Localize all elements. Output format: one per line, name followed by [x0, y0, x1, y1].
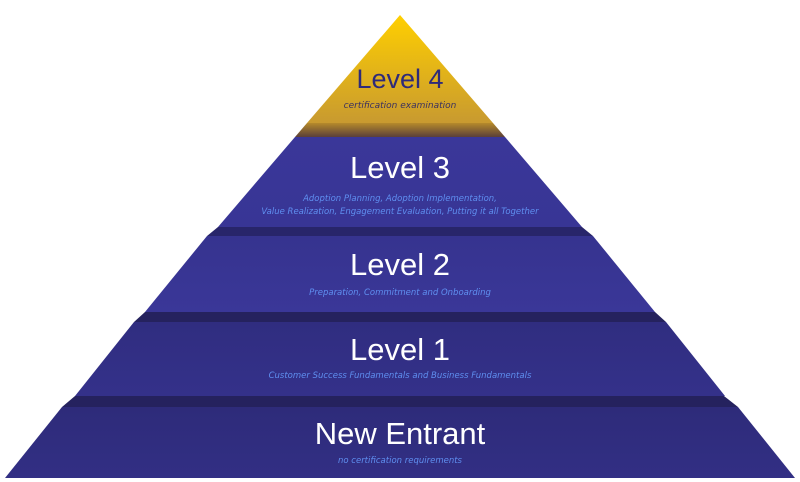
bevel-level-4	[295, 123, 505, 137]
new-entrant-subtitle: no certification requirements	[338, 456, 463, 466]
bevel-level-1	[134, 312, 666, 322]
tier-level-3[interactable]	[218, 137, 582, 227]
tier-level-4[interactable]	[307, 15, 493, 123]
level-3-subtitle-line-1: Adoption Planning, Adoption Implementati…	[302, 194, 497, 204]
level-2-subtitle: Preparation, Commitment and Onboarding	[309, 288, 491, 298]
level-2-title: Level 2	[350, 247, 450, 282]
bevel-level-2	[207, 227, 593, 236]
level-4-title: Level 4	[356, 64, 443, 94]
level-3-subtitle-line-2: Value Realization, Engagement Evaluation…	[261, 207, 539, 217]
tier-level-2[interactable]	[145, 236, 655, 312]
level-4-subtitle: certification examination	[344, 101, 457, 111]
level-3-title: Level 3	[350, 150, 450, 185]
new-entrant-title: New Entrant	[315, 416, 486, 451]
tier-level-1[interactable]	[75, 322, 725, 396]
level-1-subtitle: Customer Success Fundamentals and Busine…	[269, 371, 532, 381]
tier-new-entrant[interactable]	[5, 407, 795, 478]
bevel-new-entrant	[62, 396, 738, 407]
level-1-title: Level 1	[350, 332, 450, 367]
